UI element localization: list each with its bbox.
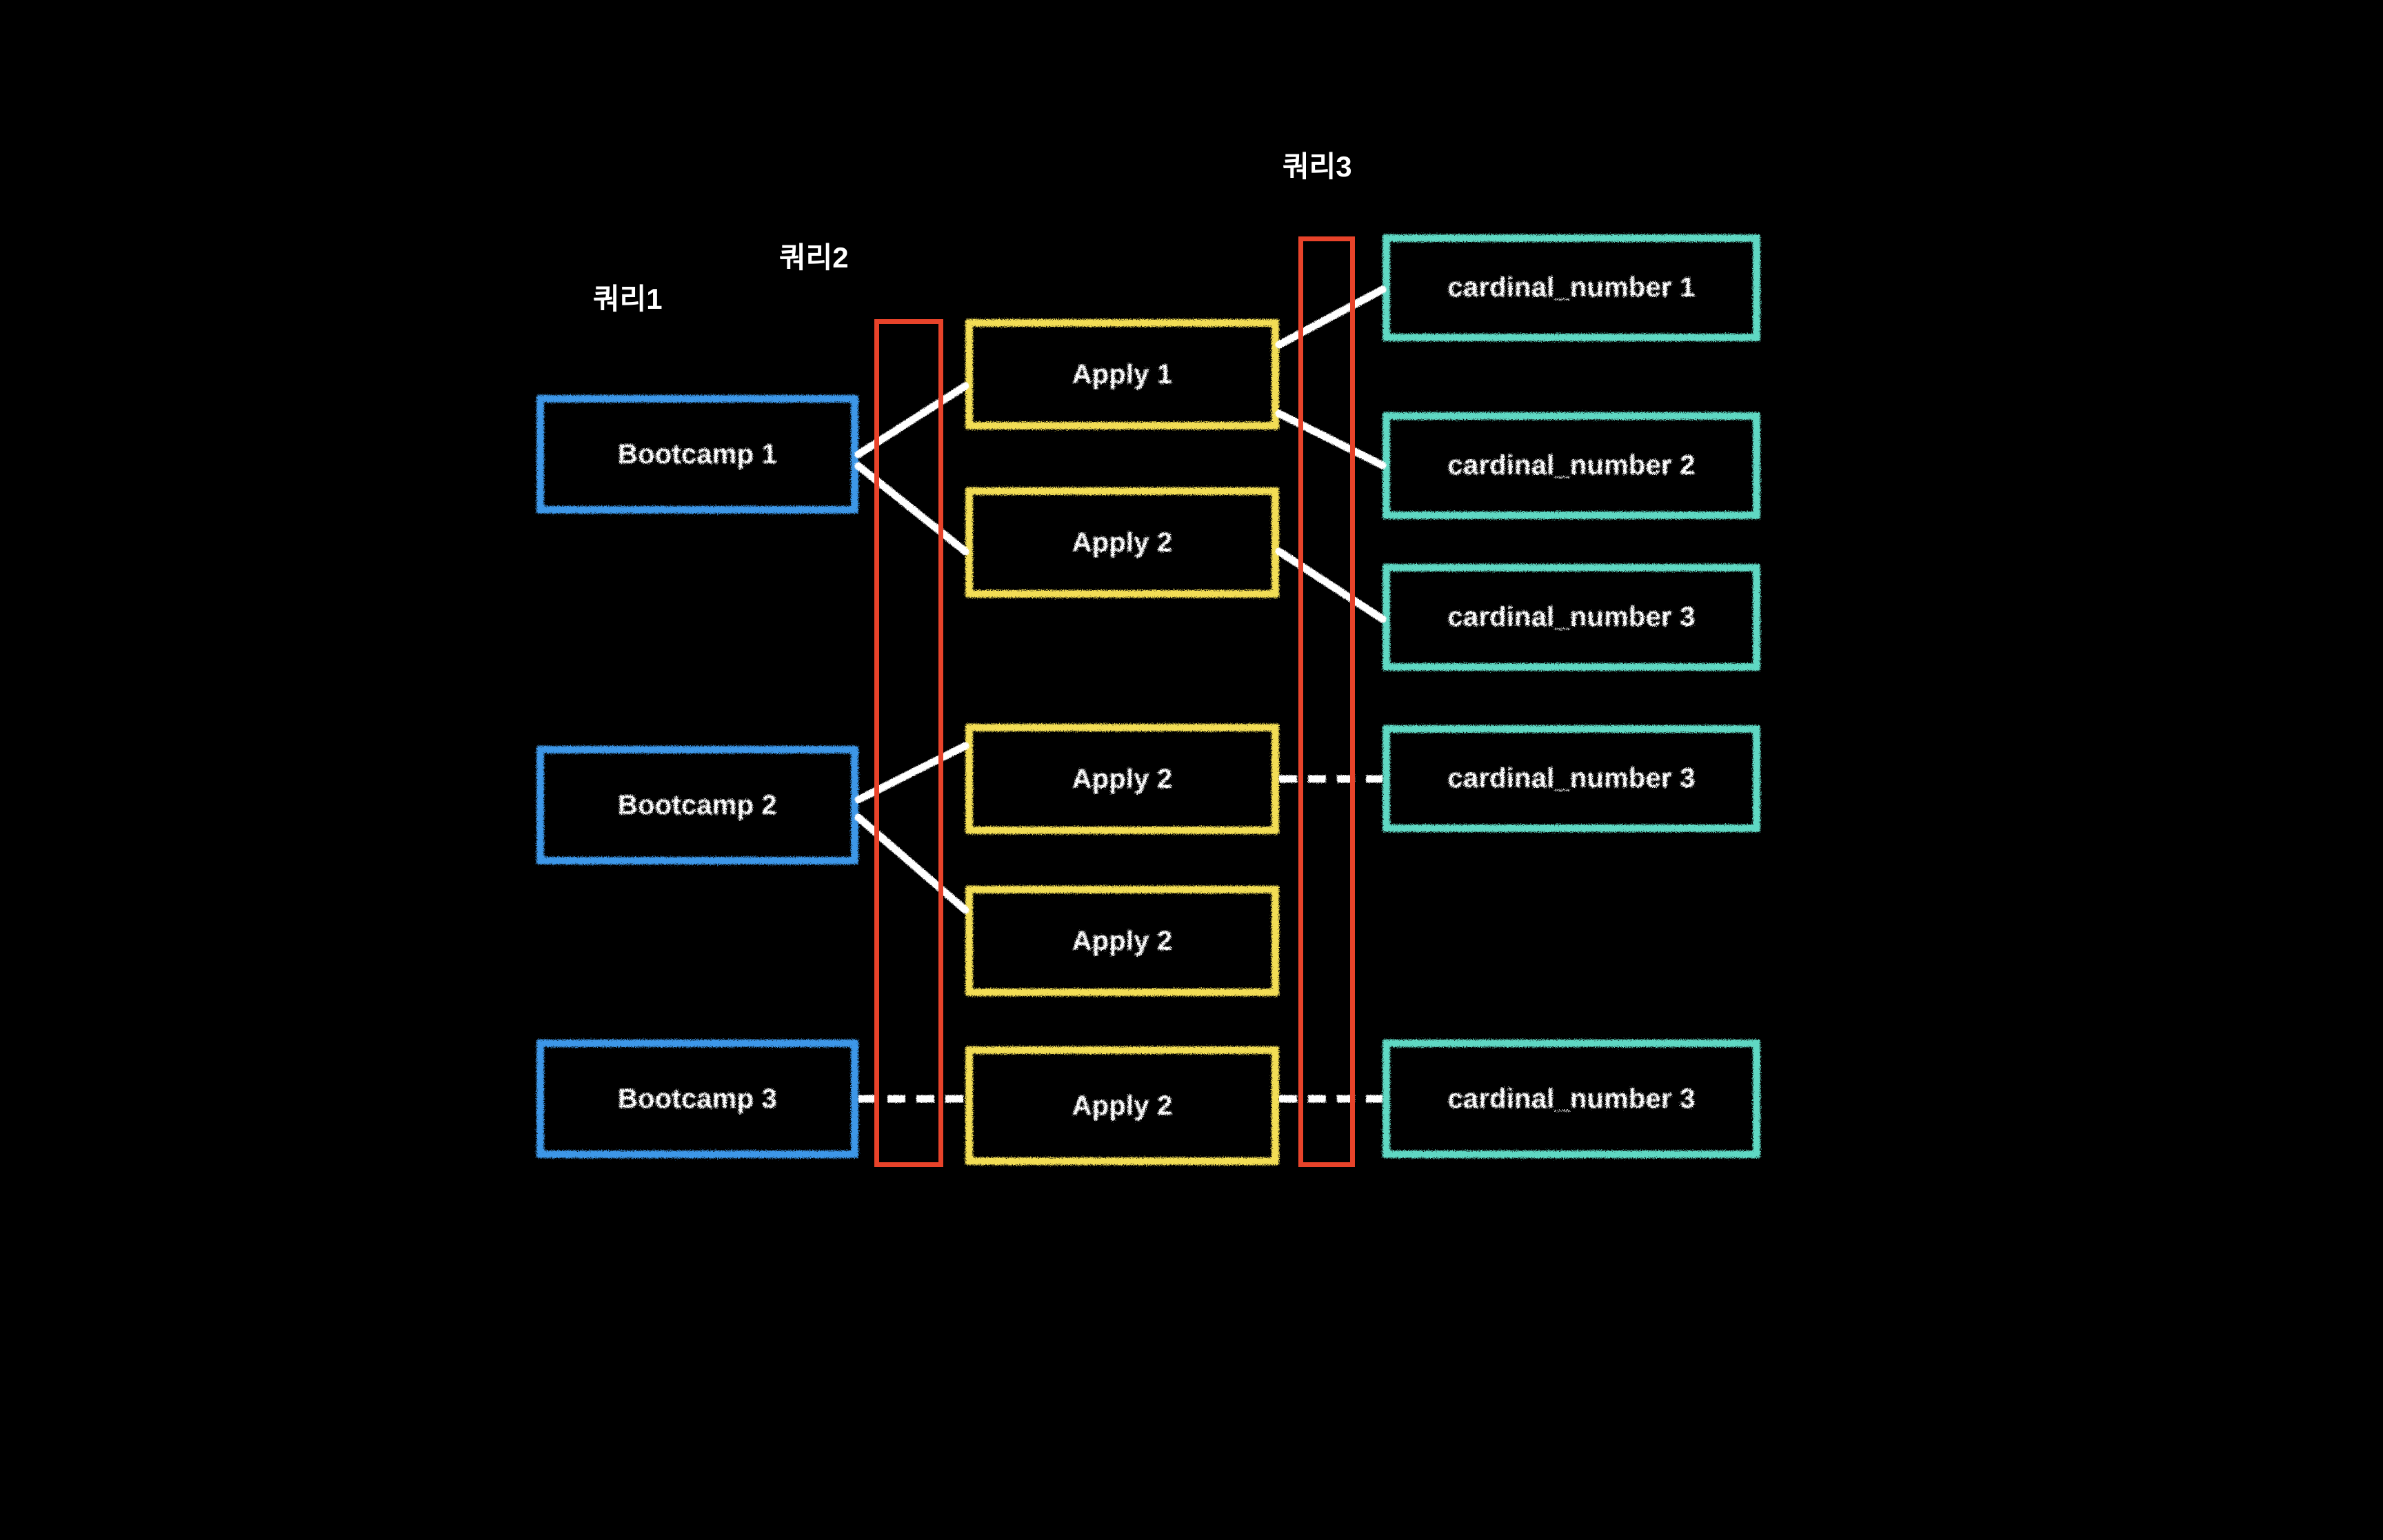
query-rect-query3: [1298, 236, 1355, 1167]
query-label-1: 쿼리1: [593, 283, 663, 315]
cardinal-node-label: cardinal_number 3: [1447, 763, 1696, 793]
cardinal-node-label: cardinal_number 3: [1447, 1083, 1696, 1114]
bootcamp-node-label: Bootcamp 2: [618, 789, 777, 820]
apply-node-label: Apply 2: [1072, 527, 1173, 558]
apply-node-a4[interactable]: Apply 2: [965, 886, 1279, 996]
bootcamp-node-label: Bootcamp 1: [618, 438, 777, 469]
cardinal-node-c4[interactable]: cardinal_number 3: [1382, 725, 1760, 832]
cardinal-node-c2[interactable]: cardinal_number 2: [1382, 412, 1760, 519]
query-label-3: 쿼리3: [1283, 150, 1352, 183]
cardinal-node-label: cardinal_number 2: [1447, 450, 1696, 480]
cardinal-node-label: cardinal_number 3: [1447, 602, 1696, 632]
query-label-2: 쿼리2: [779, 241, 849, 274]
apply-node-a2[interactable]: Apply 2: [965, 487, 1279, 598]
apply-node-label: Apply 2: [1072, 1090, 1173, 1121]
apply-node-a5[interactable]: Apply 2: [965, 1046, 1279, 1165]
bootcamp-node-b2[interactable]: Bootcamp 2: [536, 746, 858, 864]
bootcamp-node-b1[interactable]: Bootcamp 1: [536, 395, 858, 514]
bootcamp-node-b3[interactable]: Bootcamp 3: [536, 1040, 858, 1158]
query-rect-query2: [874, 319, 943, 1167]
cardinal-node-label: cardinal_number 1: [1447, 272, 1696, 303]
apply-node-label: Apply 2: [1072, 925, 1173, 956]
apply-node-a1[interactable]: Apply 1: [965, 319, 1279, 429]
cardinal-node-c3[interactable]: cardinal_number 3: [1382, 564, 1760, 671]
cardinal-node-c5[interactable]: cardinal_number 3: [1382, 1040, 1760, 1158]
cardinal-node-c1[interactable]: cardinal_number 1: [1382, 234, 1760, 341]
apply-node-a3[interactable]: Apply 2: [965, 724, 1279, 834]
apply-node-label: Apply 1: [1072, 358, 1173, 389]
apply-node-label: Apply 2: [1072, 763, 1173, 794]
bootcamp-node-label: Bootcamp 3: [618, 1083, 777, 1114]
